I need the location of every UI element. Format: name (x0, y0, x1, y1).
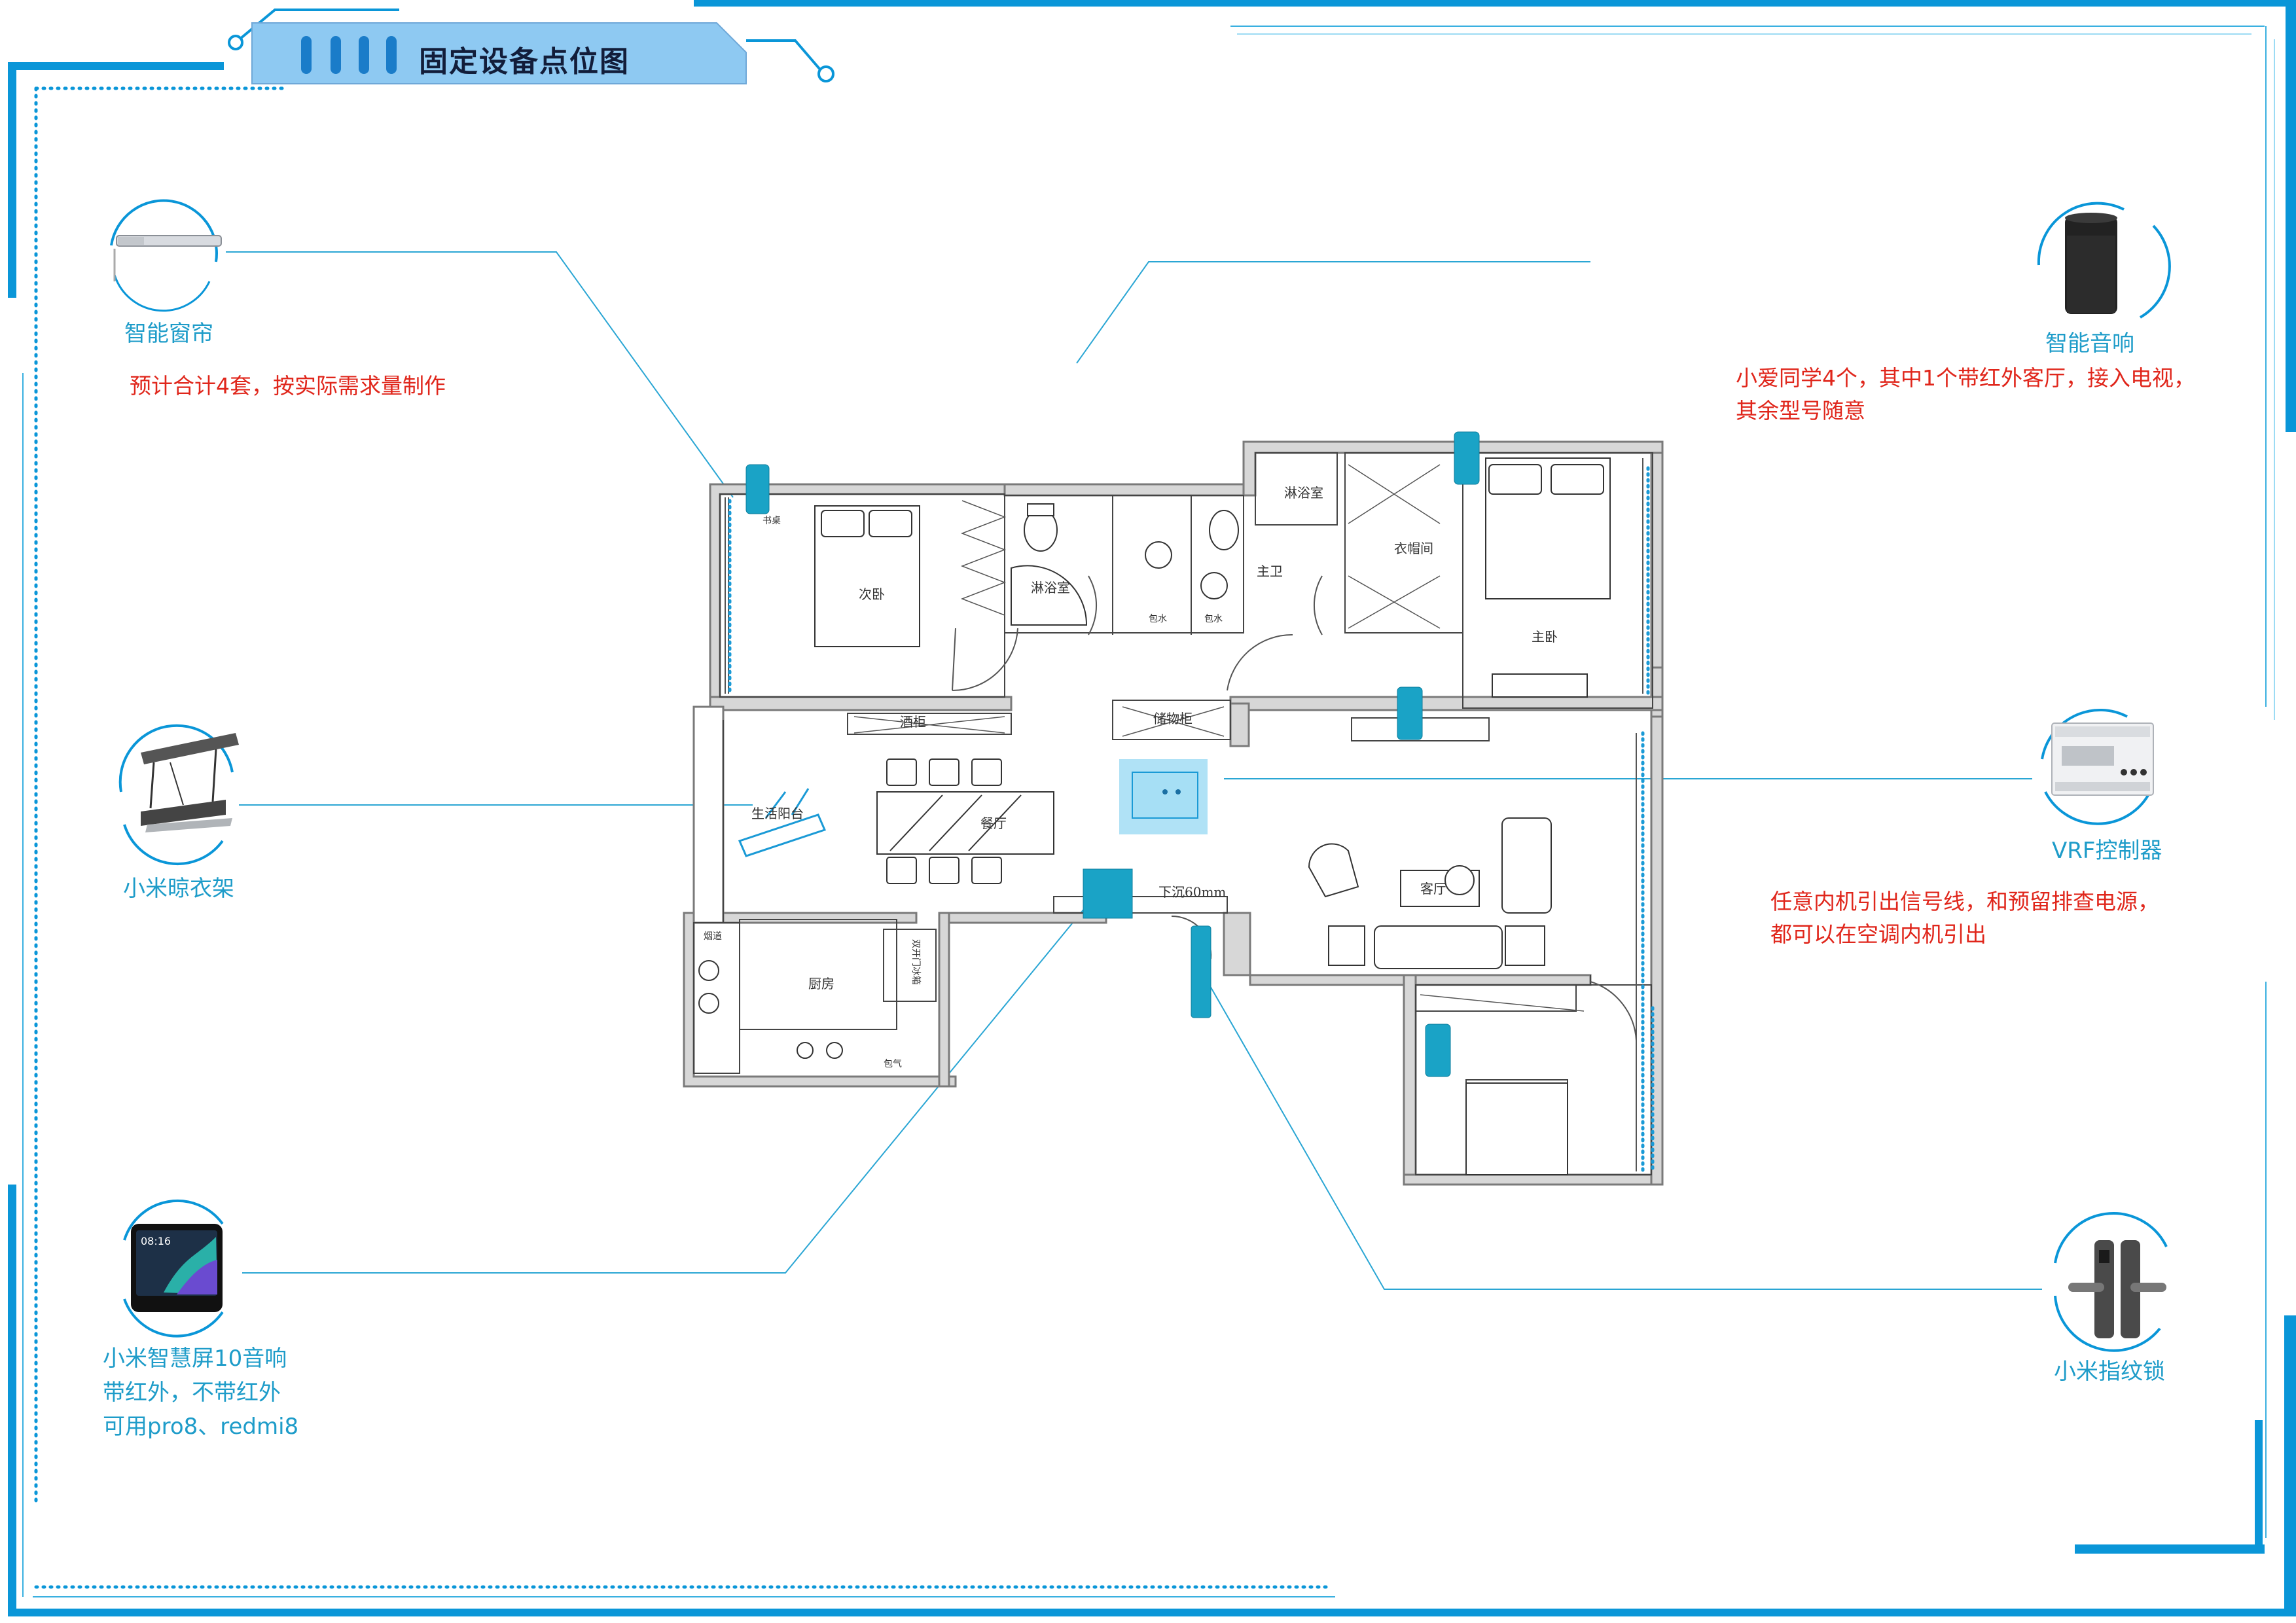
doors (952, 575, 1637, 1041)
curtain-positions (728, 466, 1655, 1173)
room-labels: 次卧 书桌 淋浴室 淋浴室 主卫 衣帽间 主卧 包水 包水 酒柜 储物柜 生活阳… (704, 485, 1558, 1069)
room-label-kitchen-pipe2: 包气 (884, 1059, 902, 1069)
frame-dotted-lines (34, 86, 1331, 1589)
speaker-note-line1: 小爱同学4个，其中1个带红外客厅，接入电视， (1736, 365, 2195, 391)
curtain-track-icon (110, 199, 222, 312)
title-circuit-lines (228, 9, 834, 82)
room-label-sunk: 下沉60mm (1158, 884, 1226, 900)
beds (814, 457, 1611, 1175)
room-label-shower2: 淋浴室 (1284, 485, 1323, 501)
page-title: 固定设备点位图 (419, 45, 630, 79)
drying-rack-icon (118, 724, 239, 865)
lock-label: 小米指纹锁 (2054, 1359, 2165, 1385)
room-label-desk: 书桌 (762, 516, 781, 526)
vrf-note-line1: 任意内机引出信号线，和预留排查电源， (1770, 889, 2159, 914)
smart-screen-label-line3: 可用pro8、redmi8 (103, 1414, 299, 1440)
dining-set (876, 758, 1054, 884)
title-banner (251, 22, 747, 84)
curtain-label: 智能窗帘 (124, 321, 213, 347)
drying-rack-label: 小米晾衣架 (123, 876, 234, 902)
vrf-controller-marker (1119, 759, 1208, 834)
room-label-wine-cabinet: 酒柜 (900, 714, 926, 730)
speaker-note-line2: 其余型号随意 (1736, 398, 1865, 423)
room-label-master-bath: 主卫 (1257, 563, 1283, 579)
room-label-living: 客厅 (1420, 881, 1446, 897)
frame-thin-lines (22, 26, 2275, 1597)
smart-screen-label: 小米智慧屏10音响 带红外，不带红外 可用pro8、redmi8 (103, 1342, 298, 1444)
room-label-kitchen-pipe1: 烟道 (704, 931, 722, 942)
vrf-note: 任意内机引出信号线，和预留排查电源， 都可以在空调内机引出 (1770, 885, 2159, 951)
speaker-note: 小爱同学4个，其中1个带红外客厅，接入电视， 其余型号随意 (1736, 362, 2195, 427)
vrf-controller-icon (2041, 709, 2154, 825)
wardrobe-hatching (853, 464, 1585, 1012)
room-label-dining: 餐厅 (980, 815, 1007, 831)
smart-screen-label-line2: 带红外，不带红外 (103, 1380, 281, 1406)
title-bars-icon (301, 36, 397, 74)
speaker-label: 智能音响 (2045, 330, 2134, 357)
living-furniture (1308, 817, 1552, 969)
room-label-balcony: 生活阳台 (751, 806, 804, 821)
smart-display-icon: 08:16 (123, 1200, 224, 1338)
smart-speaker-icon (2037, 202, 2171, 319)
smart-screen-label-line1: 小米智慧屏10音响 (103, 1346, 287, 1372)
vrf-label: VRF控制器 (2052, 838, 2162, 864)
room-label-shower1: 淋浴室 (1031, 580, 1070, 596)
sanitary-fixtures (698, 503, 1239, 1059)
room-label-master-bedroom: 主卧 (1532, 629, 1558, 645)
room-label-closet: 衣帽间 (1394, 541, 1433, 556)
leader-lines (226, 251, 2042, 1290)
smart-display-time: 08:16 (141, 1235, 171, 1247)
room-label-pipe1: 包水 (1149, 614, 1167, 624)
room-label-pipe2: 包水 (1204, 614, 1223, 624)
room-label-storage: 储物柜 (1153, 711, 1193, 726)
device-markers (745, 431, 1480, 1077)
curtain-note: 预计合计4套，按实际需求量制作 (130, 373, 446, 399)
room-label-second-bedroom: 次卧 (859, 586, 885, 602)
frame-decoration (8, 0, 2296, 1616)
room-label-fridge: 双开门冰箱 (910, 939, 921, 985)
vrf-note-line2: 都可以在空调内机引出 (1770, 921, 1986, 947)
fingerprint-lock-icon (2054, 1212, 2168, 1352)
balcony-rack-marker (738, 788, 827, 857)
room-label-kitchen: 厨房 (808, 976, 834, 991)
floor-plan: 次卧 书桌 淋浴室 淋浴室 主卫 衣帽间 主卧 包水 包水 酒柜 储物柜 生活阳… (683, 431, 1664, 1186)
